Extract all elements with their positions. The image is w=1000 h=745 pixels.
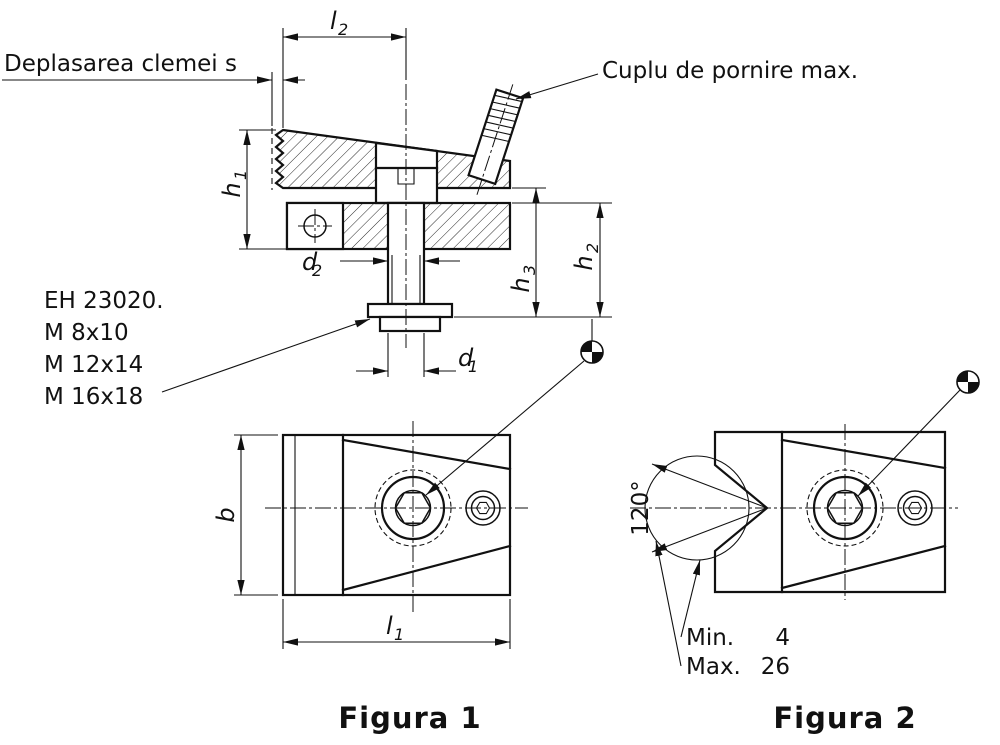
fig2-wedge-taper-bottom (780, 544, 947, 590)
fig2-hex-socket (826, 492, 864, 524)
dim-label-d2: d (302, 248, 318, 276)
part-number-line-3: M 12x14 (44, 352, 143, 378)
dim-label-h3-sub: 3 (520, 265, 539, 275)
target-leader-fig1 (425, 360, 585, 496)
max-value: 26 (761, 654, 790, 680)
part-number-line-1: EH 23020. (44, 288, 164, 314)
figure2-caption: Figura 2 (773, 701, 916, 735)
dim-label-d1: d (458, 344, 474, 372)
dim-label-l2-sub: 2 (338, 20, 348, 39)
torque-leader (515, 73, 599, 100)
figure1-caption: Figura 1 (338, 701, 481, 735)
dim-label-d1-sub: 1 (468, 357, 478, 376)
fig2-vee-leg-bottom (651, 507, 768, 553)
torque-screw-centerline (476, 84, 514, 195)
target-leader-fig2 (857, 389, 961, 497)
dim-label-l1: l (386, 612, 393, 640)
dim-label-h2-sub: 2 (583, 243, 602, 253)
nut-flange (366, 302, 454, 319)
figure-2-front-view: 120° Min. 4 Max. 26 Figura 2 (628, 370, 980, 735)
dim-label-h2-group: h 2 (570, 243, 602, 271)
part-number-line-4: M 16x18 (44, 384, 143, 410)
dim-label-d2-sub: 2 (312, 261, 322, 280)
dim-label-b: b (212, 507, 240, 522)
screw-thread-lines (391, 255, 421, 303)
position-target-icon (580, 340, 604, 364)
min-value: 4 (775, 625, 790, 651)
min-label: Min. (686, 625, 734, 651)
fig1-wedge-taper-bottom (341, 544, 512, 592)
dim-label-h3-group: h 3 (507, 265, 539, 293)
fig2-wedge-taper-top (780, 438, 947, 470)
l2-extension-lines (282, 28, 407, 128)
fig1-wedge-taper-top (341, 438, 512, 471)
torque-label: Cuplu de pornire max. (602, 58, 858, 84)
part-number-line-2: M 8x10 (44, 320, 129, 346)
dim-label-h1-sub: 1 (231, 170, 250, 180)
dim-label-h3: h (507, 277, 535, 292)
dim-label-h2: h (570, 255, 598, 270)
clamp-travel-label: Deplasarea clemei s (4, 51, 237, 77)
dim-label-h1: h (218, 182, 246, 197)
dim-label-b-group: b (212, 507, 240, 522)
jaw-hole-centerlines (298, 209, 332, 243)
dim-label-l2: l (330, 7, 337, 35)
nut-body (378, 315, 442, 333)
fig1-body-outline (281, 433, 512, 597)
fig2-body-outline (713, 430, 947, 594)
position-target-icon (956, 370, 980, 394)
section-view: l 2 Deplasarea clemei s h 1 d 2 h 3 h (2, 7, 858, 496)
dim-label-l1-sub: 1 (394, 625, 404, 644)
min-leader (680, 559, 701, 638)
torque-screw (467, 84, 525, 195)
max-leader (655, 540, 682, 667)
part-number-leader (161, 318, 371, 393)
figure-1-plan-view: b l 1 Figura 1 (212, 421, 528, 735)
max-label: Max. (686, 654, 741, 680)
dim-label-h1-group: h 1 (218, 170, 250, 198)
fig2-vee-leg-top (651, 463, 768, 509)
